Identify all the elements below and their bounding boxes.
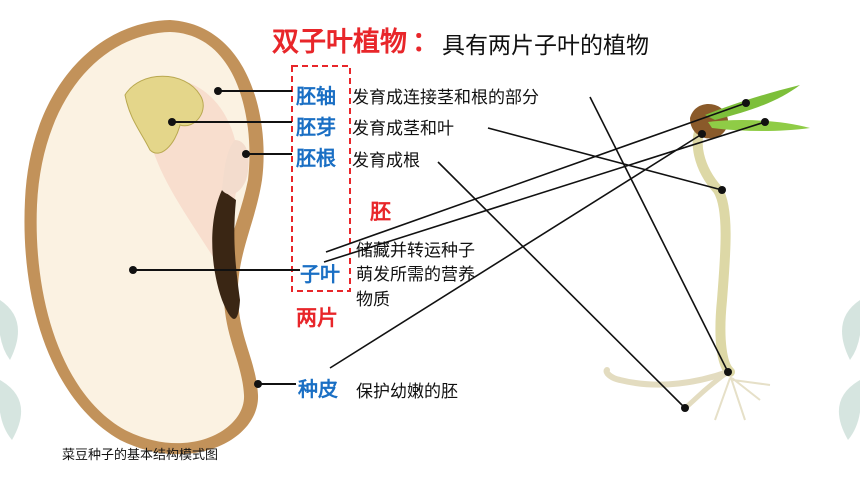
label-cotyledon: 子叶: [300, 262, 340, 286]
seedling-leaf-lower: [708, 120, 810, 131]
desc-cotyledon-line3: 物质: [356, 290, 390, 310]
title-definition: 具有两片子叶的植物: [442, 33, 649, 59]
desc-radicle: 发育成根: [352, 151, 420, 171]
label-two-pieces: 两片: [296, 306, 338, 330]
label-embryo: 胚: [370, 200, 391, 224]
title-colon: ：: [412, 27, 439, 58]
label-plumule: 胚芽: [296, 115, 336, 139]
desc-radicle-axis: 发育成连接茎和根的部分: [352, 88, 539, 108]
embryo-dark-groove: [212, 190, 240, 319]
desc-cotyledon-line2: 萌发所需的营养: [356, 265, 475, 285]
embryo-bracket: [291, 65, 351, 292]
figure-caption: 菜豆种子的基本结构模式图: [62, 448, 219, 463]
desc-seed-coat: 保护幼嫩的胚: [356, 382, 458, 402]
seedling-root-left: [603, 367, 731, 388]
desc-cotyledon-line1: 储藏并转运种子: [356, 241, 475, 261]
seedling-leader-dots: [681, 99, 769, 412]
seed-leader-lines: [133, 90, 300, 385]
bean-seed-illustration: [24, 20, 264, 455]
seedling-leaf-upper: [705, 85, 800, 120]
seedling-stem: [692, 115, 735, 377]
title-term: 双子叶植物: [272, 27, 407, 58]
decorative-leaves-left: [0, 300, 21, 440]
label-radicle-axis: 胚轴: [296, 84, 336, 108]
seedling-leader-lines: [323, 96, 766, 409]
label-seed-coat: 种皮: [298, 377, 338, 401]
plumule-shape: [124, 75, 204, 154]
desc-plumule: 发育成茎和叶: [352, 119, 454, 139]
seedling-illustration: [603, 85, 810, 421]
decorative-leaves-right: [839, 300, 860, 440]
seed-leader-dots: [129, 87, 262, 388]
seedling-rootlets: [714, 374, 771, 421]
label-radicle: 胚根: [296, 146, 336, 170]
